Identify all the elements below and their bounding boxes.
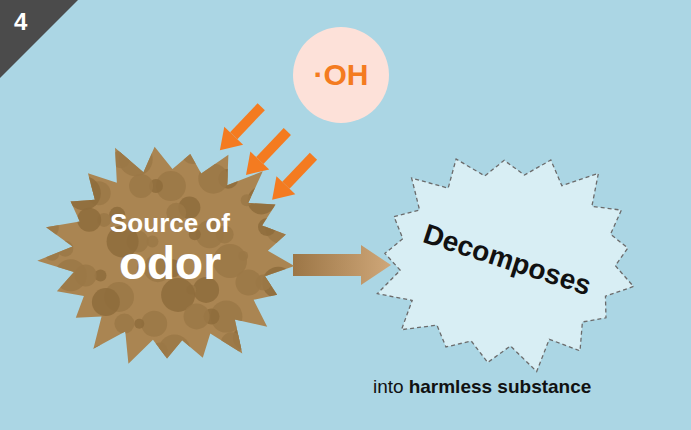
- result-note: into: [373, 376, 404, 398]
- result-note: harmless substance: [409, 376, 592, 398]
- node-text: Source of: [110, 209, 230, 239]
- transform-arrow: [293, 245, 391, 285]
- radical-circle: ·OH: [293, 27, 389, 123]
- node-text: Decomposes: [420, 218, 596, 302]
- node-text: odor: [119, 239, 221, 287]
- step-number: 4: [14, 8, 27, 36]
- corner-triangle: [0, 0, 78, 78]
- odor-source: Source ofodor: [45, 145, 295, 365]
- decomposed-result: Decomposes: [375, 150, 640, 370]
- node-text: ·OH: [314, 58, 369, 93]
